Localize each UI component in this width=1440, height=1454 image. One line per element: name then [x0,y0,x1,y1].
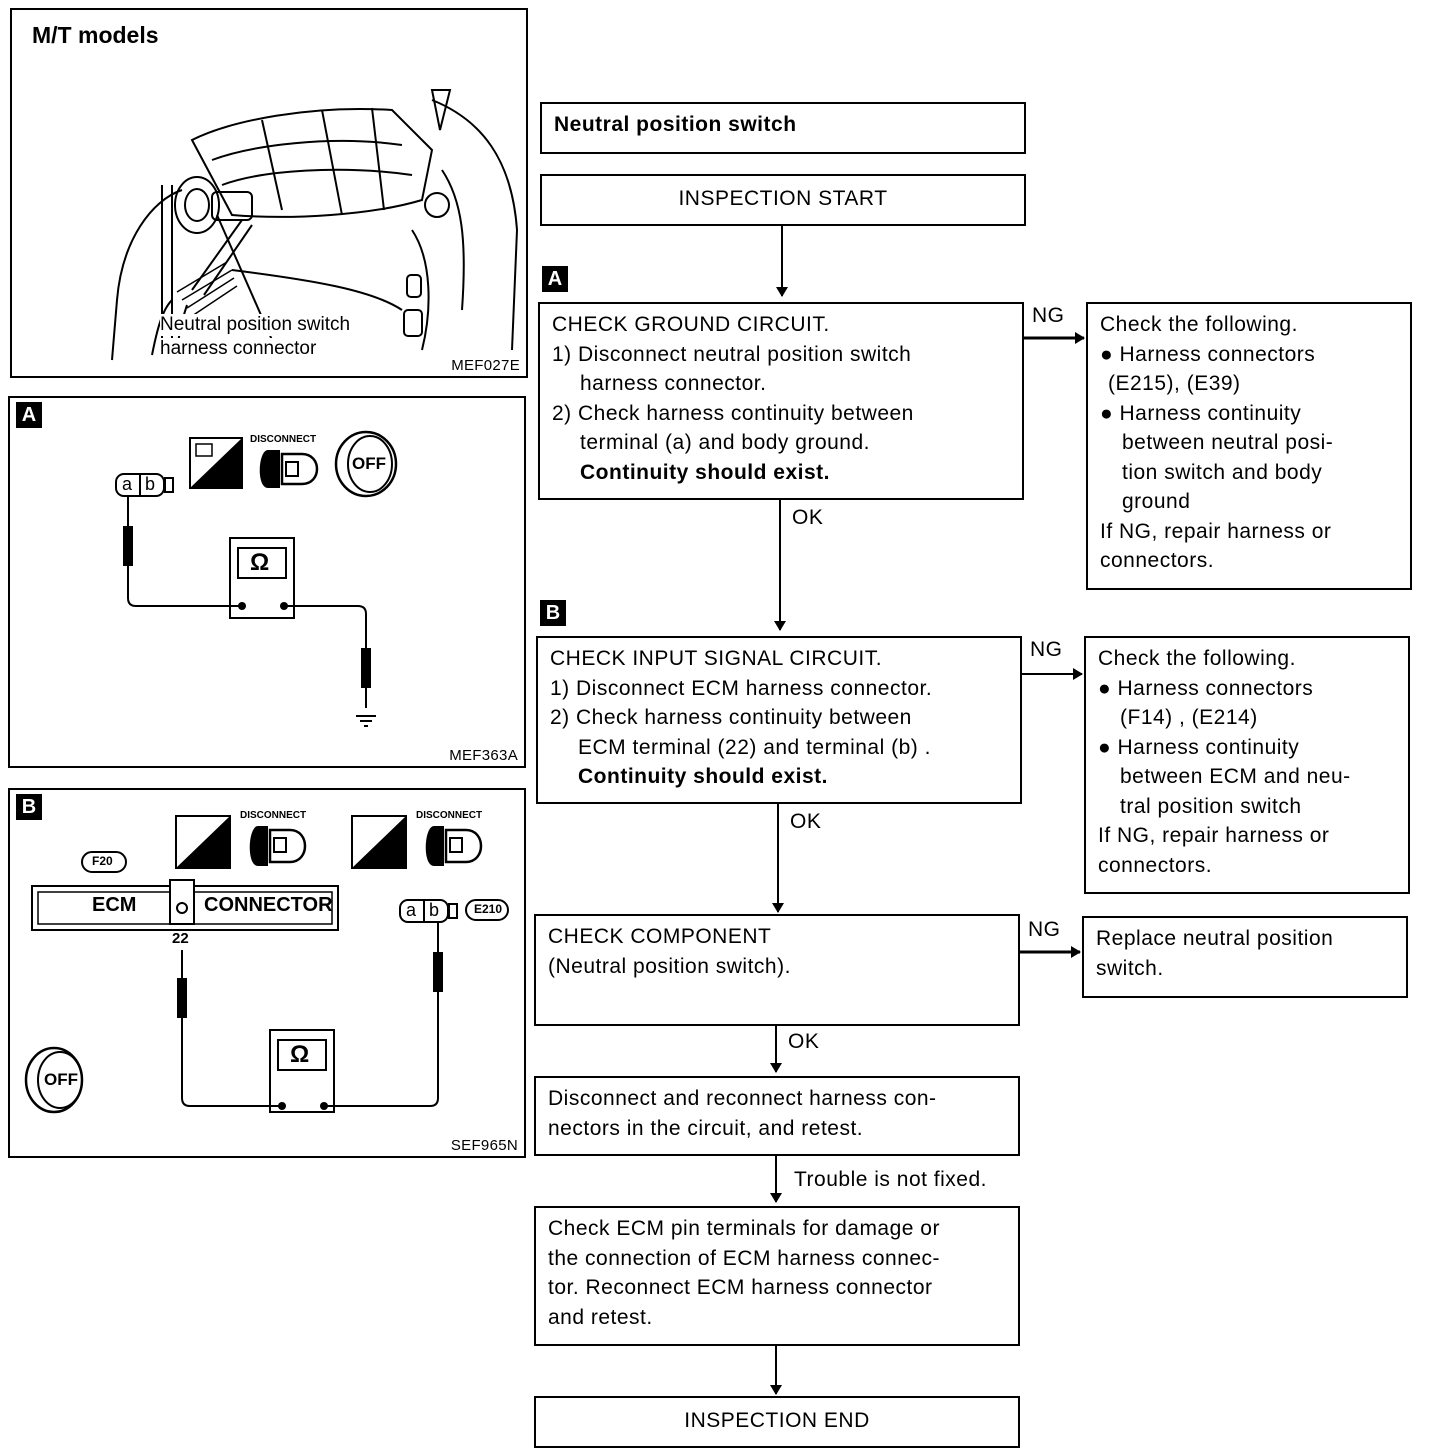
step-a-ng-box: Check the following. ● Harness connector… [1086,302,1412,590]
step-a-ng-line-6: tion switch and body [1122,460,1323,484]
step-b-line-2: 2) Check harness continuity between [550,706,912,729]
figure-mt-models: M/T models [10,8,528,378]
figure-id: MEF363A [449,747,518,764]
figure-tag-a: A [16,402,42,428]
flow-title-box: Neutral position switch [540,102,1026,154]
step-c-heading: CHECK COMPONENT [548,925,772,948]
step-b-ng-line-4: ● Harness continuity [1098,735,1300,759]
step-a-ng-line-8: If NG, repair harness or [1100,519,1332,543]
step-b-ng-line-8: connectors. [1098,853,1213,877]
step-c-line-1: (Neutral position switch). [548,954,791,978]
step-c-ng-line-1: Replace neutral position [1096,927,1334,950]
figure-id: SEF965N [450,1137,518,1154]
step-b-line-3: ECM terminal (22) and terminal (b) . [578,735,931,759]
connector-label: CONNECTOR [204,894,333,916]
step-c-ng-label: NG [1028,918,1061,941]
ecm-check-line-1: Check ECM pin terminals for damage or [548,1217,940,1240]
step-c-box: CHECK COMPONENT (Neutral position switch… [534,914,1020,1026]
disconnect-label-1: DISCONNECT [240,810,307,821]
step-a-ng-line-3: (E215), (E39) [1108,372,1241,395]
step-b-ng-line-1: Check the following. [1098,647,1296,670]
step-a-ng-line-4: ● Harness continuity [1100,401,1302,425]
step-a-ng-label: NG [1032,304,1065,327]
transmission-illustration [111,89,519,361]
ecm-pin-22: 22 [172,930,189,947]
step-b-ng-line-2: ● Harness connectors [1098,676,1314,700]
mt-callout-line-2: harness connector [160,338,317,360]
figure-id: MEF027E [451,357,520,374]
inspection-end: INSPECTION END [684,1409,870,1432]
connector-pin-a: a [406,900,417,920]
ohm-symbol: Ω [250,549,270,576]
ecm-label: ECM [92,894,137,916]
figure-a-diagram [115,430,398,727]
step-b-heading: CHECK INPUT SIGNAL CIRCUIT. [550,647,883,670]
figure-b: B [8,788,526,1158]
disconnect-label: DISCONNECT [250,434,317,445]
step-a-line-4: terminal (a) and body ground. [580,431,870,454]
inspection-start: INSPECTION START [678,187,888,210]
figure-a: A a b DISCONNECT OFF Ω MEF363A [8,396,526,768]
ignition-off-label: OFF [44,1070,78,1089]
disconnect-label-2: DISCONNECT [416,810,483,821]
ecm-check-line-3: tor. Reconnect ECM harness connector [548,1276,933,1299]
step-b-line-1: 1) Disconnect ECM harness connector. [550,676,933,700]
connector-pin-b: b [429,900,440,920]
step-c-ok-label: OK [788,1030,820,1053]
ignition-off-label: OFF [352,454,386,473]
not-fixed-label: Trouble is not fixed. [794,1168,987,1191]
step-b-ng-label: NG [1030,638,1063,661]
step-tag-b: B [540,600,566,626]
inspection-start-box: INSPECTION START [540,174,1026,226]
step-a-ng-line-1: Check the following. [1100,313,1298,336]
step-a-line-1: 1) Disconnect neutral position switch [552,342,912,366]
step-c-ng-line-2: switch. [1096,956,1164,980]
step-b-ng-line-7: If NG, repair harness or [1098,824,1330,847]
flow-title: Neutral position switch [554,113,797,136]
step-a-ng-line-9: connectors. [1100,549,1215,572]
ecm-check-line-2: the connection of ECM harness connec- [548,1246,941,1270]
ecm-check-box: Check ECM pin terminals for damage or th… [534,1206,1020,1346]
step-tag-a: A [542,266,568,292]
figure-tag-b: B [16,794,42,820]
step-a-ng-line-2: ● Harness connectors [1100,342,1316,366]
step-a-line-2: harness connector. [580,372,767,395]
step-b-ng-line-3: (F14) , (E214) [1120,706,1258,729]
step-a-emphasis: Continuity should exist. [580,460,831,484]
connector-pin-a: a [122,474,133,494]
step-c-ng-box: Replace neutral position switch. [1082,916,1408,998]
ohm-symbol: Ω [290,1041,310,1068]
step-b-ok-label: OK [790,810,822,833]
step-a-box: CHECK GROUND CIRCUIT. 1) Disconnect neut… [538,302,1024,500]
connector-code-f20: F20 [92,854,113,868]
step-a-line-3: 2) Check harness continuity between [552,401,914,425]
reconnect-line-1: Disconnect and reconnect harness con- [548,1087,937,1110]
inspection-end-box: INSPECTION END [534,1396,1020,1448]
ecm-check-line-4: and retest. [548,1305,653,1329]
connector-code-e210: E210 [474,902,503,916]
step-a-ng-line-7: ground [1122,490,1191,513]
step-a-ok-label: OK [792,506,824,529]
reconnect-box: Disconnect and reconnect harness con- ne… [534,1076,1020,1156]
reconnect-line-2: nectors in the circuit, and retest. [548,1116,864,1140]
step-b-ng-line-5: between ECM and neu- [1120,765,1351,788]
step-b-box: CHECK INPUT SIGNAL CIRCUIT. 1) Disconnec… [536,636,1022,804]
step-b-ng-box: Check the following. ● Harness connector… [1084,636,1410,894]
figure-mt-title: M/T models [32,22,159,48]
step-a-ng-line-5: between neutral posi- [1122,431,1334,454]
step-b-ng-line-6: tral position switch [1120,794,1302,818]
connector-pin-b: b [145,474,156,494]
step-a-heading: CHECK GROUND CIRCUIT. [552,313,830,336]
mt-callout-line-1: Neutral position switch [160,314,351,336]
figure-b-diagram [24,815,509,1114]
step-b-emphasis: Continuity should exist. [578,765,829,788]
